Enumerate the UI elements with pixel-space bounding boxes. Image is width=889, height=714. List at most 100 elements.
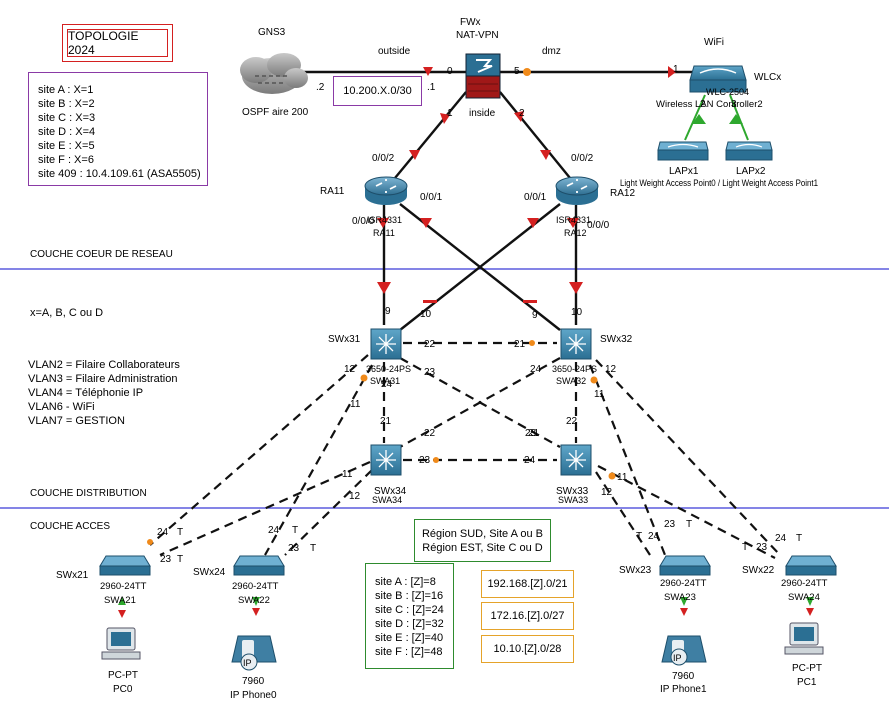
region-line: Région EST, Site C ou D xyxy=(422,542,543,554)
layer-distribution-label: COUCHE DISTRIBUTION xyxy=(30,488,147,499)
arrow-ra12-top xyxy=(540,150,551,160)
switch-swx31-icon[interactable] xyxy=(370,328,402,360)
lap1-icon[interactable] xyxy=(657,141,709,161)
site-z-line: site E : [Z]=40 xyxy=(375,632,444,644)
switch-swx33-icon[interactable] xyxy=(560,444,592,476)
link-fw-ra12 xyxy=(499,91,571,179)
port-label: 23 xyxy=(424,367,436,378)
port-label: 2 xyxy=(519,108,525,119)
switch-swx34-icon[interactable] xyxy=(370,444,402,476)
dot-lap1 xyxy=(692,114,706,124)
swx31-label: SWx31 xyxy=(328,334,361,345)
port-label: 12 xyxy=(605,364,617,375)
gns3-cloud-icon[interactable] xyxy=(240,53,308,94)
swx23-host-label: SWA23 xyxy=(664,592,696,603)
arrow-ra12-right xyxy=(567,218,579,228)
dot-wlc-in xyxy=(668,66,676,78)
port-label: .2 xyxy=(316,82,325,93)
switch-swx32-icon[interactable] xyxy=(560,328,592,360)
ra12-host-label: RA12 xyxy=(564,228,587,238)
port-label: 5 xyxy=(514,66,520,77)
vlan-line: VLAN7 = GESTION xyxy=(28,415,125,427)
arrow-ra11-top xyxy=(409,150,420,160)
phone0-glyph: IP xyxy=(243,658,252,668)
site-z-line: site A : [Z]=8 xyxy=(375,576,436,588)
swx33-label: SWx33 xyxy=(556,486,589,497)
title-text: TOPOLOGIE 2024 xyxy=(67,29,168,57)
dot-swx32-12 xyxy=(590,376,598,384)
fw-name-label: FWx xyxy=(460,17,481,28)
swx21-model-label: 2960-24TT xyxy=(100,581,147,592)
swx32-host-label: SWA32 xyxy=(556,376,586,386)
port-label: 23 xyxy=(419,455,431,466)
site-z-line: site F : [Z]=48 xyxy=(375,646,443,658)
port-label: 23 xyxy=(525,428,537,439)
port-label: 24 xyxy=(381,379,393,390)
switch-swx21-icon[interactable] xyxy=(99,555,151,576)
port-label: 11 xyxy=(594,389,605,400)
swx24-host-label: SWA22 xyxy=(238,595,270,606)
port-label: 24 xyxy=(524,455,536,466)
site-x-line: site F : X=6 xyxy=(38,154,94,166)
port-label: 24 xyxy=(648,531,660,542)
link-swx31-swx21 xyxy=(149,354,369,546)
arrow-fw-ra12 xyxy=(514,111,524,122)
gns3-sub-label: OSPF aire 200 xyxy=(242,107,309,118)
fw-sub-label: NAT-VPN xyxy=(456,30,499,41)
link-swx34-swx24 xyxy=(284,469,373,556)
link-fw-ra11 xyxy=(394,91,467,179)
wifi-title-label: WiFi xyxy=(704,37,724,48)
port-label: 1 xyxy=(673,64,679,75)
ipphone0-icon[interactable] xyxy=(231,635,277,671)
port-label: 3 xyxy=(731,99,737,110)
title-box: TOPOLOGIE 2024 xyxy=(62,24,173,62)
port-label: 24 xyxy=(157,527,169,538)
ra11-model-label: ISR4331 xyxy=(367,215,402,225)
pc1-icon[interactable] xyxy=(784,622,824,655)
port-label: 0/0/1 xyxy=(524,192,547,203)
port-label: 12 xyxy=(601,487,613,498)
switch-swx22-icon[interactable] xyxy=(785,555,837,576)
lap1-label: LAPx1 xyxy=(669,166,699,177)
site-x-line: site B : X=2 xyxy=(38,98,95,110)
link-lap2-wlc xyxy=(729,94,749,141)
link-swx32-swx23 xyxy=(588,364,667,556)
vlan-line: VLAN4 = Téléphonie IP xyxy=(28,387,144,399)
site-x-line: site C : X=3 xyxy=(38,112,96,124)
port-label: 23 xyxy=(160,554,172,565)
switch-swx24-icon[interactable] xyxy=(233,555,285,576)
swx22-label: SWx22 xyxy=(742,565,775,576)
switch-swx23-icon[interactable] xyxy=(659,555,711,576)
port-label: T xyxy=(292,525,298,536)
wlc-icon[interactable] xyxy=(689,65,747,93)
region-box: Région SUD, Site A ou B Région EST, Site… xyxy=(414,519,551,562)
swx23-model-label: 2960-24TT xyxy=(660,578,707,589)
link-arrows xyxy=(377,67,583,303)
ipphone1-icon[interactable] xyxy=(661,635,707,666)
arrow-swx32-10 xyxy=(569,282,583,294)
dot-swx33-11 xyxy=(608,472,616,480)
port-label: 21 xyxy=(380,416,392,427)
vlan-line: VLAN6 - WiFi xyxy=(28,401,95,413)
arrow-swx32-9 xyxy=(523,300,537,303)
swx24-model-label: 2960-24TT xyxy=(232,581,279,592)
swx24-label: SWx24 xyxy=(193,567,226,578)
phone1-model-label: 7960 xyxy=(672,671,695,682)
outside-network-box: 10.200.X.0/30 xyxy=(333,76,422,106)
swx32-label: SWx32 xyxy=(600,334,633,345)
port-label: 23 xyxy=(288,543,300,554)
port-label: 11 xyxy=(342,469,353,480)
pc0-icon[interactable] xyxy=(101,627,141,660)
port-label: 22 xyxy=(424,339,436,350)
port-label: 24 xyxy=(530,364,542,375)
port-label: 0/0/1 xyxy=(420,192,443,203)
router-ra12-icon[interactable] xyxy=(555,176,599,205)
port-label: 24 xyxy=(268,525,280,536)
lap-caption-label: Light Weight Access Point0 / Light Weigh… xyxy=(620,178,818,188)
router-ra11-icon[interactable] xyxy=(364,176,408,205)
lap2-icon[interactable] xyxy=(725,141,773,161)
swx32-model-label: 3650-24PS xyxy=(552,364,597,374)
firewall-icon[interactable] xyxy=(465,53,501,99)
